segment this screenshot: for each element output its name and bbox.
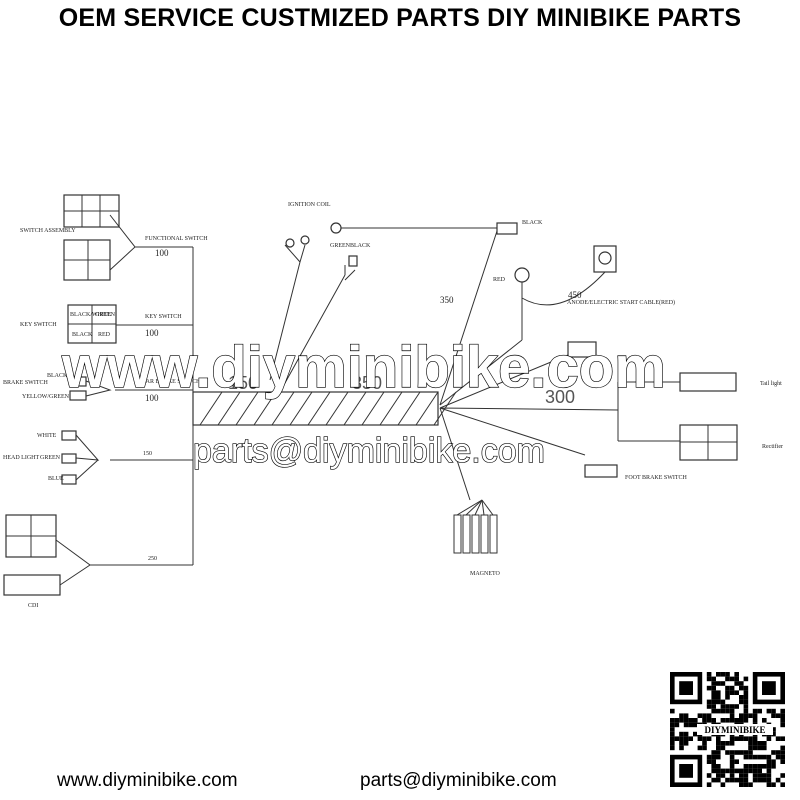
coil-black-label: BLACK (350, 243, 371, 249)
rectifier-connector (679, 424, 738, 461)
key-pin: RED (98, 332, 111, 338)
foot-brake-connector (584, 464, 618, 478)
foot-brake-switch-label: FOOT BRAKE SWITCH (625, 475, 688, 481)
tail-light-label: Tail light (760, 381, 782, 387)
qr-caption: DIYMINIBIKE (704, 725, 765, 735)
url-watermark: www.diyminibike.com (61, 335, 666, 400)
rear-length: 100 (145, 393, 159, 403)
head-color-label: WHITE (37, 433, 57, 439)
anode-cable-label: ANODE/ELECTRIC START CABLE(RED) (567, 299, 675, 306)
key-pin: GREEN (95, 312, 116, 318)
functional-switch-label: FUNCTIONAL SWITCH (145, 236, 208, 242)
starter-red-label: RED (493, 277, 506, 283)
key-length: 100 (145, 328, 159, 338)
page-title: OEM SERVICE CUSTMIZED PARTS DIY MINIBIKE… (58, 4, 742, 32)
footer-email[interactable]: parts@diyminibike.com (360, 770, 557, 791)
length-300: 300 (545, 387, 575, 407)
coil-green-label: GREEN (330, 243, 351, 249)
key-switch-wire-label: KEY SWITCH (145, 314, 182, 320)
ignition-coil-label: IGNITION COIL (288, 202, 331, 208)
connector (567, 341, 597, 358)
head-length: 150 (143, 451, 152, 457)
qr-caption-bg (697, 724, 773, 735)
key-pin: BLACK (72, 332, 93, 338)
brake-switch-connectors (69, 376, 112, 401)
magneto-connectors (453, 499, 498, 554)
brake-black-label: BLACK (47, 373, 68, 379)
head-light-label: HEAD LIGHT (3, 455, 39, 461)
cdi-connectors (3, 514, 91, 596)
key-pin: BLACK/WHITE (70, 312, 112, 318)
magneto-label: MAGNETO (470, 571, 501, 577)
cdi-label: CDI (28, 603, 38, 609)
functional-length: 100 (155, 248, 169, 258)
main-harness (192, 391, 439, 426)
email-watermark: parts@diyminibike.com (193, 432, 545, 470)
key-switch-connector (67, 304, 117, 344)
head-color-label: BLUE (48, 476, 64, 482)
key-switch-label: KEY SWITCH (20, 322, 57, 328)
harness-length-150: 150 (228, 373, 258, 393)
footer-website[interactable]: www.diyminibike.com (57, 770, 238, 791)
brake-switch-label: BRAKE SWITCH (3, 380, 49, 386)
length-350: 350 (440, 295, 454, 305)
cdi-length: 250 (148, 556, 157, 562)
harness-length-350: 350 (352, 373, 382, 393)
rectifier-label: Rectifier (762, 443, 783, 450)
head-light-connectors (61, 430, 100, 485)
brake-yellow-label: YELLOW/GREEN (22, 394, 70, 400)
length-450: 450 (568, 290, 582, 300)
switch-assembly-label: SWITCH ASSEMBLY (20, 228, 76, 234)
battery-black-label: BLACK (522, 220, 543, 226)
head-color-label: GREEN (40, 455, 61, 461)
switch-assembly-connector (63, 194, 136, 281)
tail-light-connector (679, 372, 737, 392)
harness-hatching (199, 391, 457, 426)
rear-brake-switch-label: REAR BRAKE SWITCH (138, 379, 201, 385)
qr-code (670, 672, 785, 787)
